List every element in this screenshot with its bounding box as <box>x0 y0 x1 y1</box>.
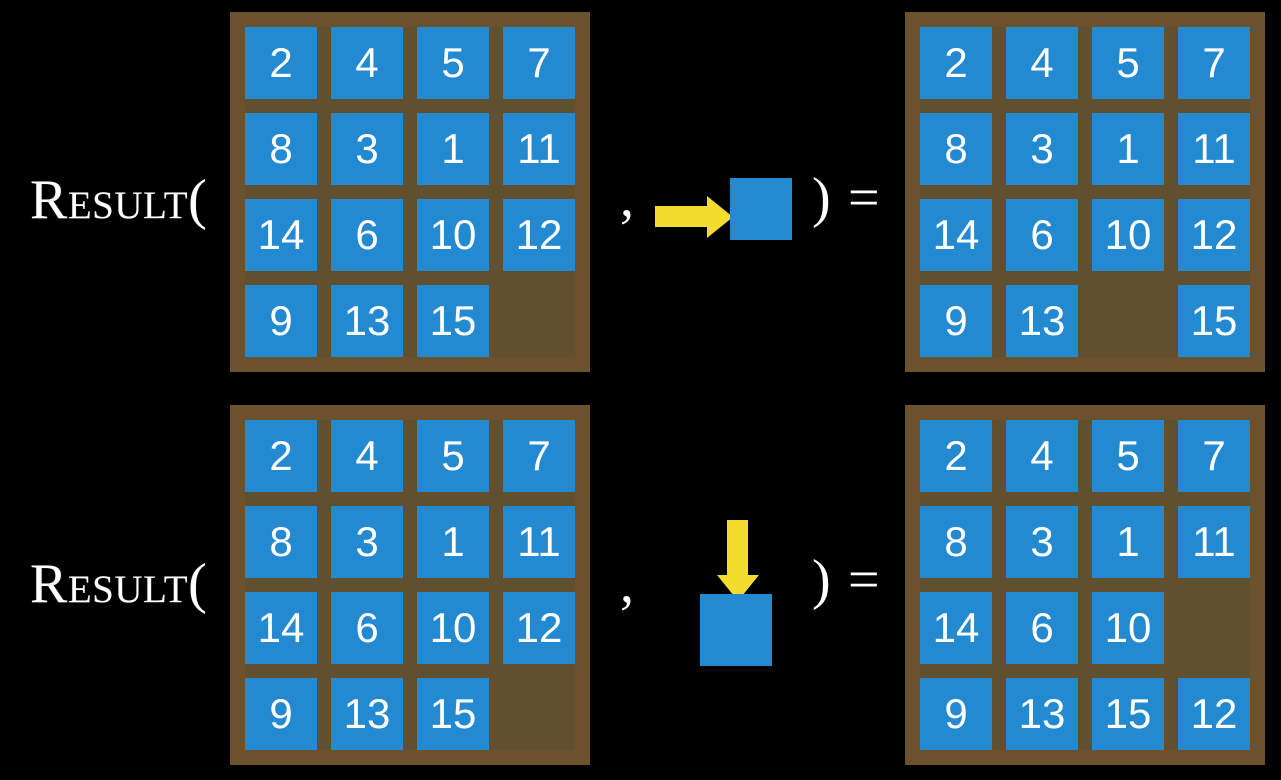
tile[interactable]: 12 <box>1178 678 1250 750</box>
tile[interactable]: 4 <box>331 420 403 492</box>
tile[interactable]: 15 <box>1178 285 1250 357</box>
tile[interactable]: 3 <box>1006 113 1078 185</box>
tile[interactable]: 1 <box>1092 506 1164 578</box>
tile[interactable]: 8 <box>920 113 992 185</box>
tile[interactable]: 13 <box>1006 678 1078 750</box>
arrow-shaft <box>727 520 748 580</box>
output-board-row1: 2 4 5 7 8 3 1 11 14 6 10 12 9 13 15 <box>905 12 1265 372</box>
tile[interactable]: 15 <box>417 678 489 750</box>
tile[interactable]: 1 <box>417 113 489 185</box>
close-paren-row1: ) <box>812 167 831 229</box>
output-board-row2: 2 4 5 7 8 3 1 11 14 6 10 9 13 15 12 <box>905 405 1265 765</box>
arrow-head <box>707 196 733 238</box>
blank-tile <box>503 678 575 750</box>
input-board-row1: 2 4 5 7 8 3 1 11 14 6 10 12 9 13 15 <box>230 12 590 372</box>
tile[interactable]: 2 <box>245 27 317 99</box>
tile[interactable]: 13 <box>1006 285 1078 357</box>
tile[interactable]: 2 <box>920 420 992 492</box>
tile[interactable]: 4 <box>1006 27 1078 99</box>
tile[interactable]: 4 <box>1006 420 1078 492</box>
tile[interactable]: 14 <box>245 592 317 664</box>
tile[interactable]: 6 <box>1006 592 1078 664</box>
equals-sign-row2: = <box>848 549 880 611</box>
equals-sign-row1: = <box>848 167 880 229</box>
tile[interactable]: 1 <box>417 506 489 578</box>
result-label-row1: Result( <box>30 169 208 231</box>
action-arrow-right-row1 <box>655 168 805 248</box>
tile[interactable]: 9 <box>245 285 317 357</box>
tile[interactable]: 7 <box>1178 27 1250 99</box>
close-paren-row2: ) <box>812 549 831 611</box>
tile[interactable]: 15 <box>417 285 489 357</box>
tile[interactable]: 3 <box>331 506 403 578</box>
tile[interactable]: 6 <box>331 592 403 664</box>
tile[interactable]: 11 <box>1178 506 1250 578</box>
tile[interactable]: 8 <box>920 506 992 578</box>
tile[interactable]: 4 <box>331 27 403 99</box>
tile[interactable]: 13 <box>331 285 403 357</box>
tile[interactable]: 14 <box>245 199 317 271</box>
tile[interactable]: 10 <box>417 592 489 664</box>
tile[interactable]: 7 <box>503 420 575 492</box>
action-target-tile <box>700 594 772 666</box>
tile[interactable]: 10 <box>1092 592 1164 664</box>
action-target-tile <box>730 178 792 240</box>
tile[interactable]: 5 <box>417 420 489 492</box>
tile[interactable]: 8 <box>245 506 317 578</box>
tile[interactable]: 5 <box>1092 420 1164 492</box>
tile[interactable]: 12 <box>1178 199 1250 271</box>
argument-separator-comma-row1: , <box>620 167 634 229</box>
blank-tile <box>1092 285 1164 357</box>
tile[interactable]: 11 <box>1178 113 1250 185</box>
tile[interactable]: 8 <box>245 113 317 185</box>
arrow-shaft <box>655 206 712 227</box>
tile[interactable]: 14 <box>920 592 992 664</box>
tile[interactable]: 5 <box>1092 27 1164 99</box>
tile[interactable]: 11 <box>503 506 575 578</box>
tile[interactable]: 10 <box>1092 199 1164 271</box>
argument-separator-comma-row2: , <box>620 553 634 615</box>
tile[interactable]: 10 <box>417 199 489 271</box>
tile[interactable]: 12 <box>503 592 575 664</box>
tile[interactable]: 2 <box>920 27 992 99</box>
tile[interactable]: 6 <box>331 199 403 271</box>
tile[interactable]: 7 <box>503 27 575 99</box>
tile[interactable]: 13 <box>331 678 403 750</box>
tile[interactable]: 12 <box>503 199 575 271</box>
blank-tile <box>1178 592 1250 664</box>
tile[interactable]: 9 <box>920 678 992 750</box>
tile[interactable]: 3 <box>1006 506 1078 578</box>
action-arrow-down-row2 <box>700 500 810 666</box>
input-board-row2: 2 4 5 7 8 3 1 11 14 6 10 12 9 13 15 <box>230 405 590 765</box>
blank-tile <box>503 285 575 357</box>
tile[interactable]: 9 <box>245 678 317 750</box>
equation-row-1: Result( 2 4 5 7 8 3 1 11 14 6 10 12 9 13… <box>30 12 1265 372</box>
tile[interactable]: 15 <box>1092 678 1164 750</box>
tile[interactable]: 6 <box>1006 199 1078 271</box>
tile[interactable]: 14 <box>920 199 992 271</box>
tile[interactable]: 9 <box>920 285 992 357</box>
equation-row-2: Result( 2 4 5 7 8 3 1 11 14 6 10 12 9 13… <box>0 392 1281 780</box>
tile[interactable]: 1 <box>1092 113 1164 185</box>
tile[interactable]: 2 <box>245 420 317 492</box>
tile[interactable]: 3 <box>331 113 403 185</box>
tile[interactable]: 7 <box>1178 420 1250 492</box>
tile[interactable]: 11 <box>503 113 575 185</box>
result-label-row2: Result( <box>30 553 208 615</box>
tile[interactable]: 5 <box>417 27 489 99</box>
